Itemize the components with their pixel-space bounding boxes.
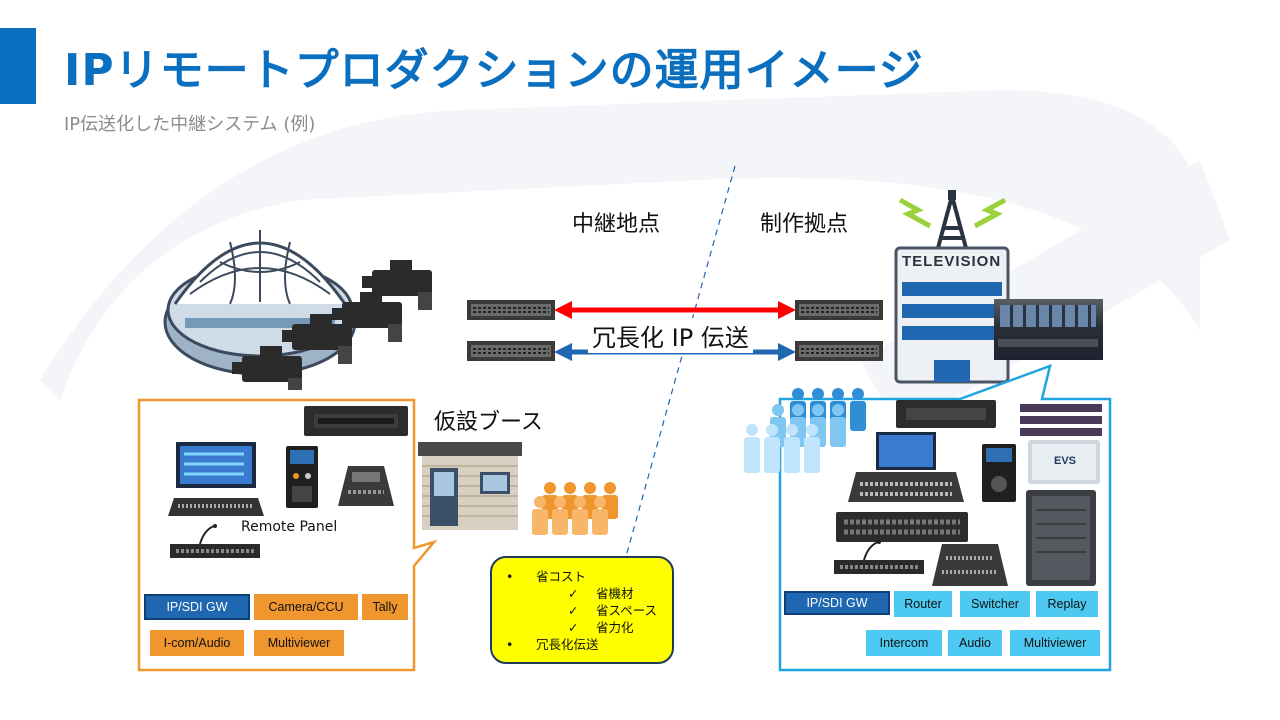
- benefit-space: 省スペース: [506, 602, 672, 619]
- right-switcher-tag: Switcher: [960, 591, 1030, 617]
- title-accent-bar: [0, 28, 36, 104]
- temporary-booth-icon: [418, 442, 522, 530]
- evs-logo: EVS: [1054, 455, 1077, 467]
- remote-panel-label: Remote Panel: [241, 519, 338, 535]
- control-room-photo: [994, 299, 1103, 360]
- storage-server-icon: [1026, 490, 1096, 586]
- page-title: IPリモートプロダクションの運用イメージ: [64, 45, 924, 96]
- tv-station-sign: TELEVISION: [902, 253, 1002, 270]
- left-ip-sdi-gw-tag: IP/SDI GW: [144, 594, 250, 620]
- benefit-labor: 省力化: [506, 619, 672, 636]
- booth-staff-icon: [532, 482, 618, 535]
- benefit-cost: 省コスト: [506, 568, 672, 585]
- benefits-note: 省コスト 省機材 省スペース 省力化 冗長化伝送: [490, 556, 674, 664]
- control-panel-icon: [286, 446, 318, 508]
- production-site-label: 制作拠点: [760, 212, 849, 237]
- broadcast-cameras-icon: [232, 260, 432, 390]
- intercom-unit-right-icon: [834, 540, 924, 574]
- right-intercom-tag: Intercom: [866, 630, 942, 656]
- right-replay-tag: Replay: [1036, 591, 1098, 617]
- left-icom-audio-tag: I-com/Audio: [150, 630, 244, 656]
- intercom-unit-left-icon: [170, 524, 260, 558]
- rack-unit-center-icon: [836, 512, 968, 542]
- evs-server-icon: [1028, 440, 1100, 484]
- production-switcher-icon: [848, 432, 964, 502]
- right-router-tag: Router: [894, 591, 952, 617]
- production-staff-icon: [744, 388, 866, 473]
- network-switch-right-top: [795, 300, 883, 320]
- audio-mixer-icon: [338, 466, 394, 506]
- left-camera-ccu-tag: Camera/CCU: [254, 594, 358, 620]
- audio-console-icon: [932, 544, 1008, 586]
- replay-controller-icon: [982, 444, 1016, 502]
- right-multiviewer-tag: Multiviewer: [1010, 630, 1100, 656]
- right-ip-sdi-gw-tag: IP/SDI GW: [784, 591, 890, 615]
- router-stack-icon: [1020, 404, 1102, 436]
- network-switch-right-bottom: [795, 341, 883, 361]
- relay-site-label: 中継地点: [572, 212, 661, 237]
- temporary-booth-label: 仮設ブース: [434, 410, 543, 435]
- redundant-ip-label: 冗長化 IP 伝送: [588, 318, 753, 353]
- page-subtitle: IP伝送化した中継システム (例): [64, 114, 316, 135]
- rack-unit-right-icon: [896, 400, 996, 428]
- network-switch-left-bottom: [467, 341, 555, 361]
- left-tally-tag: Tally: [362, 594, 408, 620]
- network-switch-left-top: [467, 300, 555, 320]
- benefit-equipment: 省機材: [506, 585, 672, 602]
- rack-unit-left-icon: [304, 406, 408, 436]
- switcher-console-icon: [168, 442, 264, 516]
- tv-station-icon: [894, 190, 1010, 384]
- right-audio-tag: Audio: [948, 630, 1002, 656]
- benefit-redundancy: 冗長化伝送: [506, 636, 672, 653]
- left-multiviewer-tag: Multiviewer: [254, 630, 344, 656]
